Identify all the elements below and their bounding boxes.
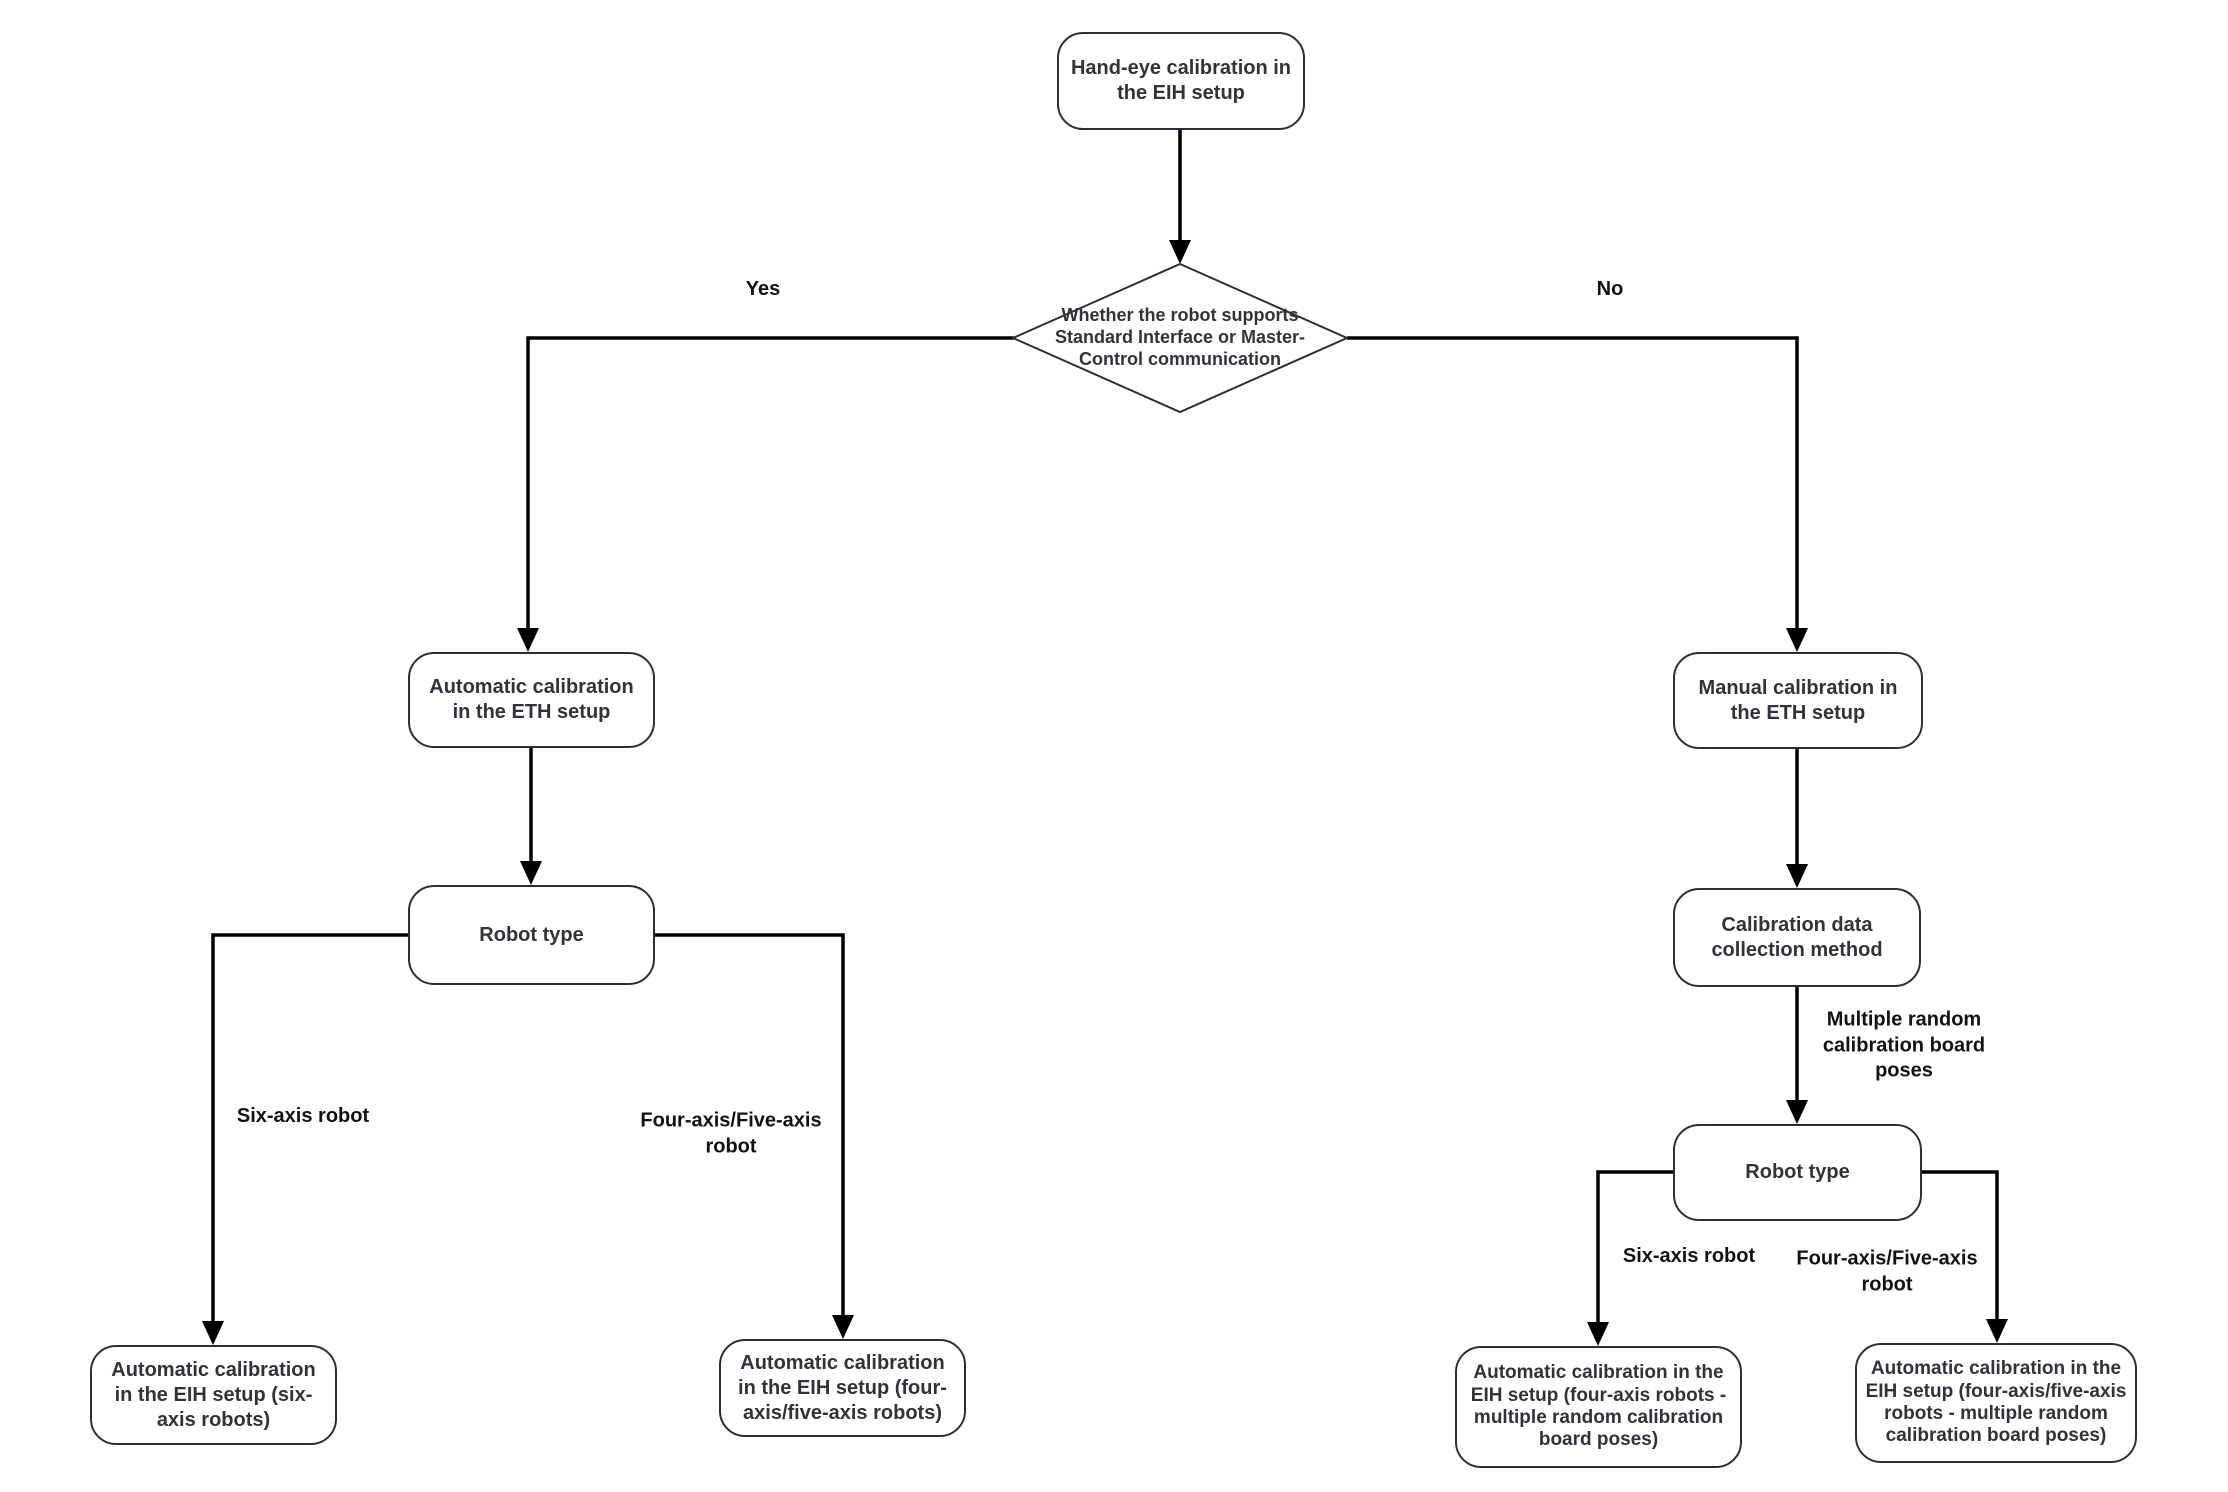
edge-sixaxis-right: [1596, 1170, 1673, 1324]
node-auto-eth: Automatic calibration in the ETH setup: [408, 652, 655, 748]
node-manual-eth: Manual calibration in the ETH setup: [1673, 652, 1923, 749]
node-eih-four-axis-multi-label: Automatic calibration in the EIH setup (…: [1470, 1362, 1727, 1451]
arrowhead-icon: [1169, 240, 1191, 264]
decision-diamond-shape: [1010, 262, 1350, 414]
node-eih-four-five-axis-multi-label: Automatic calibration in the EIH setup (…: [1865, 1358, 2127, 1447]
arrowhead-icons: [202, 240, 2008, 1346]
node-robot-type-right-label: Robot type: [1745, 1161, 1850, 1183]
arrowhead-icon: [832, 1315, 854, 1339]
arrowhead-icon: [1986, 1319, 2008, 1343]
node-eih-six-axis: Automatic calibration in the EIH setup (…: [90, 1345, 337, 1445]
node-eih-four-five-axis-label: Automatic calibration in the EIH setup (…: [738, 1351, 947, 1424]
arrowhead-icon: [1587, 1322, 1609, 1346]
edge-label-four-five-right: Four-axis/Five-axis robot: [1796, 1247, 1978, 1295]
node-robot-type-left-label: Robot type: [479, 923, 584, 946]
edge-no: [1347, 336, 1799, 630]
node-calibration-method: Calibration data collection method: [1673, 888, 1921, 987]
node-hand-eye-eih: Hand-eye calibration in the EIH setup: [1057, 32, 1305, 130]
node-eih-four-five-axis: Automatic calibration in the EIH setup (…: [719, 1339, 966, 1437]
node-eih-six-axis-label: Automatic calibration in the EIH setup (…: [111, 1358, 316, 1431]
edge-fourfive-right: [1922, 1170, 1999, 1321]
edge-label-yes: Yes: [745, 278, 781, 301]
decision-communication-label: Whether the robot supports Standard Inte…: [1054, 305, 1306, 369]
arrowhead-icon: [1786, 628, 1808, 652]
node-manual-eth-label: Manual calibration in the ETH setup: [1698, 676, 1898, 724]
node-eih-four-axis-multi: Automatic calibration in the EIH setup (…: [1455, 1346, 1742, 1468]
edge-label-multiple-poses: Multiple random calibration board poses: [1822, 1008, 1986, 1082]
node-eih-four-five-axis-multi: Automatic calibration in the EIH setup (…: [1855, 1343, 2137, 1463]
arrowhead-icon: [1786, 864, 1808, 888]
arrowhead-icon: [202, 1321, 224, 1345]
node-auto-eth-label: Automatic calibration in the ETH setup: [429, 676, 634, 723]
edge-label-six-axis-right: Six-axis robot: [1622, 1245, 1756, 1268]
arrowhead-icon: [517, 628, 539, 652]
arrowhead-icon: [1786, 1100, 1808, 1124]
edge-label-four-five-left: Four-axis/Five-axis robot: [640, 1109, 822, 1157]
edge-fourfive-left: [655, 933, 845, 1317]
edge-label-six-axis-left: Six-axis robot: [236, 1105, 370, 1128]
node-robot-type-right: Robot type: [1673, 1124, 1922, 1221]
edge-sixaxis-left: [211, 933, 408, 1323]
edge-yes: [526, 336, 1014, 630]
arrowhead-icon: [520, 861, 542, 885]
node-robot-type-left: Robot type: [408, 885, 655, 985]
edge-label-no: No: [1596, 278, 1624, 301]
node-calibration-method-label: Calibration data collection method: [1711, 913, 1883, 961]
node-hand-eye-eih-label: Hand-eye calibration in the EIH setup: [1070, 57, 1292, 104]
decision-communication-support: Whether the robot supports Standard Inte…: [1035, 272, 1325, 404]
